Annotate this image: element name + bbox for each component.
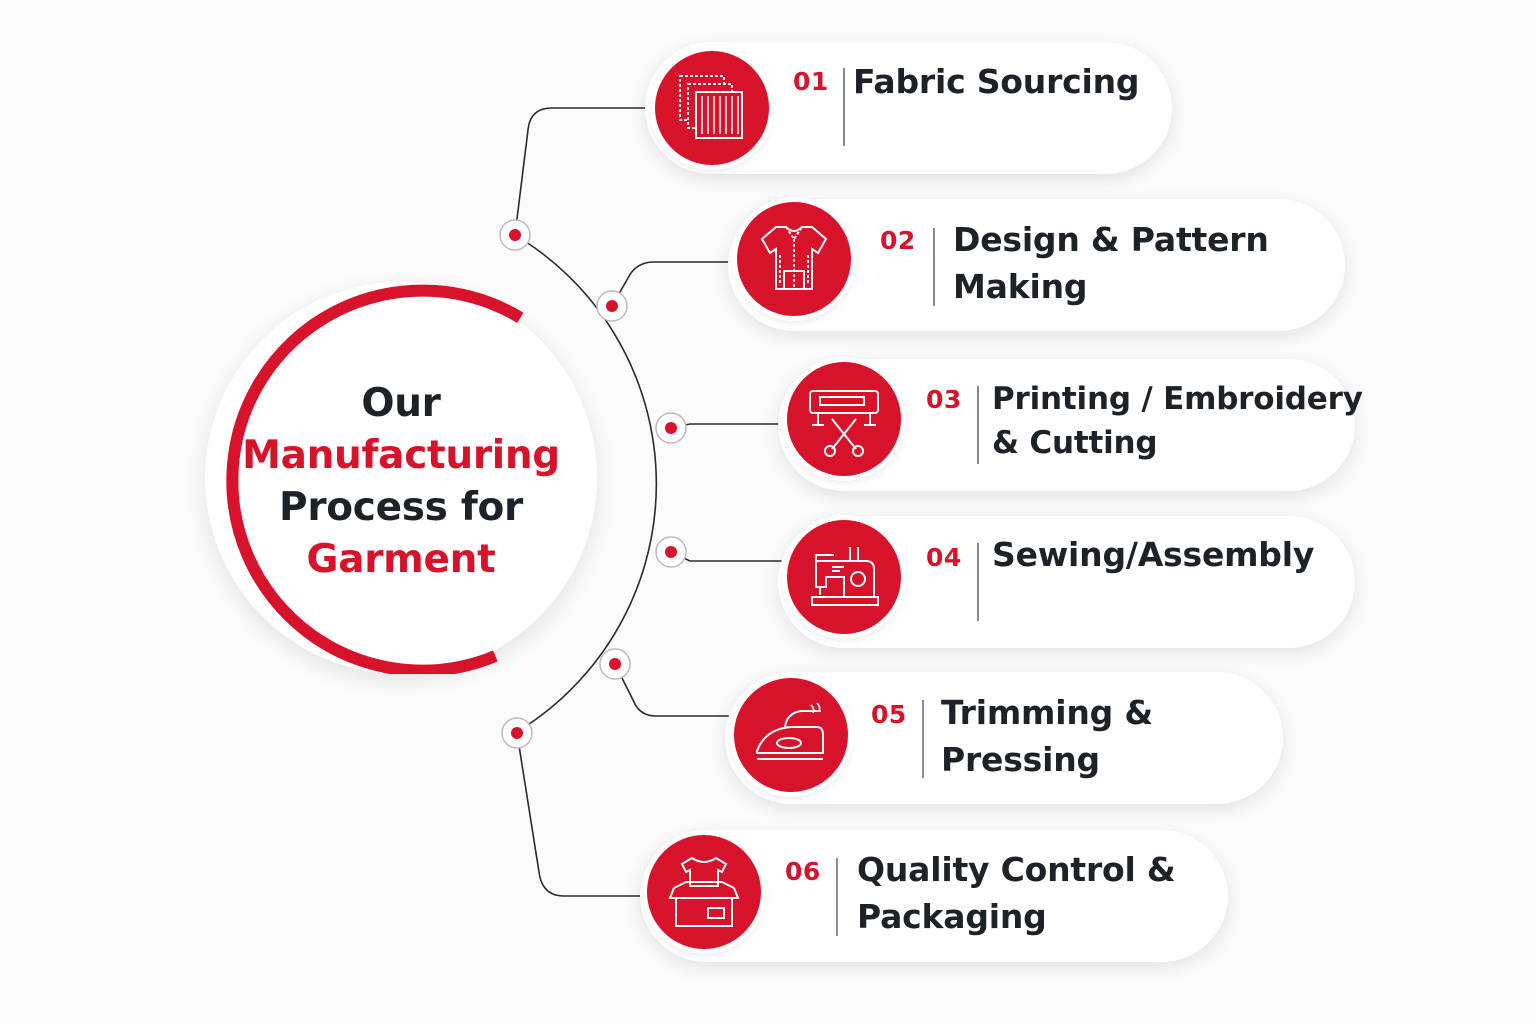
connector-line-06	[516, 732, 655, 897]
step-label-06: Quality Control & Packaging	[857, 850, 1176, 936]
fabric-swatches-icon	[679, 75, 743, 139]
step-number-06: 06	[785, 857, 821, 886]
shirt-pattern-icon	[760, 226, 828, 290]
step-icon-disc-04	[787, 520, 901, 634]
step-divider-02	[933, 228, 935, 306]
hub-title: Our Manufacturing Process for Garment	[225, 378, 577, 586]
connector-line-02	[611, 261, 738, 307]
step-divider-04	[977, 543, 979, 621]
step-label-03: Printing / Embroidery & Cutting	[992, 381, 1363, 461]
connector-dot-04	[655, 536, 687, 568]
connector-dot-02	[596, 290, 628, 322]
step-divider-01	[843, 68, 845, 146]
connector-dot-03	[655, 412, 687, 444]
timeline-arc	[514, 234, 658, 734]
printer-scissors-icon	[809, 390, 879, 457]
step-icon-disc-03	[787, 362, 901, 476]
connector-dot-06	[501, 717, 533, 749]
step-icon-disc-06	[647, 835, 761, 949]
hub-title-line-4: Garment	[306, 537, 496, 582]
hub-title-line-2: Manufacturing	[242, 433, 560, 478]
hub-circle	[205, 282, 597, 674]
step-number-05: 05	[871, 700, 907, 729]
step-icon-disc-05	[734, 678, 848, 792]
step-divider-03	[977, 386, 979, 464]
tshirt-box-icon	[668, 856, 740, 927]
hub-title-line-1: Our	[361, 381, 441, 426]
connector-line-05	[614, 663, 745, 717]
step-label-01: Fabric Sourcing	[853, 62, 1140, 101]
connector-line-04	[670, 551, 790, 562]
sewing-machine-icon	[811, 547, 879, 606]
step-label-05: Trimming & Pressing	[941, 693, 1153, 779]
iron-icon	[756, 702, 824, 760]
hub-progress-ring	[226, 284, 524, 674]
connector-dot-01	[499, 219, 531, 251]
hub-title-line-3: Process for	[279, 485, 523, 530]
step-icon-disc-01	[655, 51, 769, 165]
step-number-02: 02	[880, 226, 916, 255]
step-label-04: Sewing/Assembly	[992, 535, 1315, 574]
connector-line-01	[514, 107, 655, 236]
connector-dot-05	[599, 648, 631, 680]
step-number-01: 01	[793, 67, 829, 96]
step-icon-disc-02	[737, 202, 851, 316]
step-label-02: Design & Pattern Making	[953, 220, 1269, 306]
step-number-04: 04	[926, 543, 962, 572]
step-number-03: 03	[926, 385, 962, 414]
step-divider-06	[836, 858, 838, 936]
step-divider-05	[922, 700, 924, 778]
connector-line-03	[670, 423, 790, 429]
